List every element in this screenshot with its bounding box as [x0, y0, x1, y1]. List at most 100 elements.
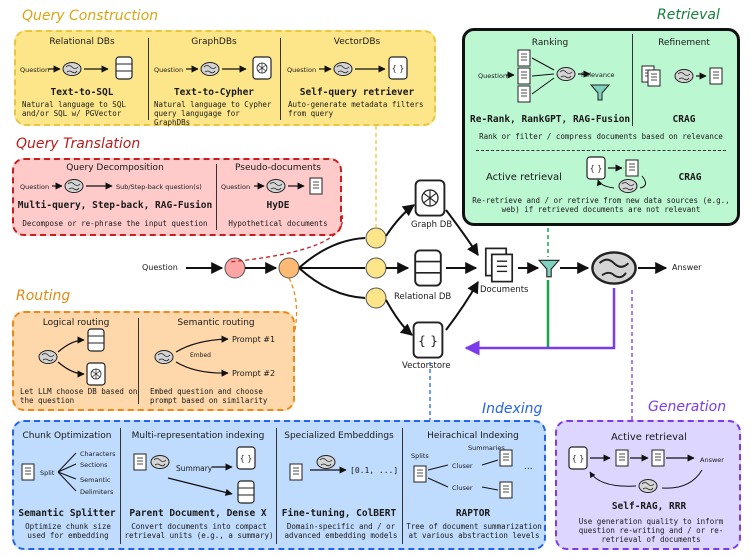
- query-translation-title: Query Translation: [16, 136, 141, 152]
- embeddings-vector: [0.1, ...]: [350, 466, 399, 475]
- qc-relational-method: Text-to-SQL: [50, 87, 114, 98]
- qc-graph-input: Question: [154, 66, 184, 74]
- refinement-header: Refinement: [658, 38, 710, 48]
- routing-logical-desc: Let LLM choose DB based on the question: [20, 387, 138, 405]
- qc-graph-flow: [186, 56, 272, 80]
- retrieval-hdivider: [476, 150, 726, 151]
- retrieval-panel: [462, 28, 740, 226]
- routing-logical-flow: [38, 328, 106, 386]
- qt-pseudo-input: Question: [221, 183, 251, 191]
- ranking-flow: [506, 49, 610, 103]
- active-retrieval-desc: Re-retrieve and / or retrive from new da…: [472, 196, 730, 214]
- qt-decomposition-header: Query Decomposition: [66, 163, 164, 173]
- flow-vectorstore-label: Vectorstore: [402, 361, 451, 371]
- qc-graph-method: Text-to-Cypher: [173, 87, 255, 98]
- query-construction-title: Query Construction: [22, 8, 159, 24]
- qt-decomposition-input: Question: [20, 183, 50, 191]
- active-retrieval-header: Active retrieval: [486, 172, 562, 183]
- vectorstore-icon: [412, 321, 444, 359]
- multirep-method: Parent Document, Dense X: [129, 508, 267, 519]
- filter-icon: [538, 259, 560, 278]
- qc-relational-desc: Natural language to SQL and/or SQL w/ PG…: [22, 100, 126, 118]
- chunk-item-2: Semantic: [80, 476, 111, 484]
- idx-divider-1: [120, 428, 121, 544]
- construction-node-relational: [365, 257, 387, 279]
- qc-graph-header: GraphDBs: [191, 37, 237, 47]
- ranking-relevance: Relevance: [581, 71, 615, 79]
- multirep-summary-label: Summary: [176, 464, 213, 473]
- chunk-desc: Optimize chunk size used for embedding: [25, 522, 111, 540]
- qc-relational-header: Relational DBs: [49, 37, 115, 47]
- chunk-split-label: Split: [40, 469, 55, 477]
- relevance-filter-icon: [590, 84, 610, 101]
- qt-decomposition-method: Multi-query, Step-back, RAG-Fusion: [17, 200, 213, 211]
- graph-db-icon: [252, 56, 272, 80]
- panel-connectors: [228, 126, 633, 420]
- chunk-method: Semantic Splitter: [18, 508, 116, 519]
- embeddings-flow: [289, 455, 347, 481]
- idx-divider-3: [402, 428, 403, 544]
- qc-relational-flow: [48, 56, 133, 80]
- hierarchical-header: Heirachical Indexing: [427, 431, 519, 441]
- active-retrieval-flow: [586, 156, 646, 193]
- query-translation-panel: [12, 158, 342, 236]
- main-flow: [186, 179, 668, 359]
- query-construction-panel: [14, 30, 436, 126]
- qc-vector-flow: [319, 56, 408, 80]
- embeddings-desc: Domain-specific and / or advanced embedd…: [284, 522, 398, 540]
- routing-prompt1: Prompt #1: [232, 335, 276, 344]
- routing-semantic-desc: Embed question and choose prompt based o…: [150, 387, 268, 405]
- routing-title: Routing: [16, 288, 71, 304]
- chunk-item-3: Delimiters: [80, 488, 114, 496]
- retrieval-title: Retrieval: [657, 7, 720, 23]
- routing-logical-header: Logical routing: [42, 318, 110, 328]
- idx-divider-2: [276, 428, 277, 544]
- llm-brain-icon: [591, 251, 637, 285]
- multirep-desc: Convert documents into compact retrieval…: [124, 522, 274, 540]
- generation-desc: Use generation quality to inform questio…: [578, 517, 724, 544]
- flow-answer-label: Answer: [672, 263, 702, 272]
- construction-node-vector: [365, 287, 387, 309]
- hierarchical-desc: Tree of document summarization at variou…: [406, 522, 542, 540]
- refinement-method: CRAG: [672, 114, 696, 125]
- qt-decomposition-flow: [52, 179, 113, 193]
- generation-answer: Answer: [700, 456, 724, 464]
- qc-relational-input: Question: [20, 66, 50, 74]
- qt-divider: [216, 164, 217, 230]
- chunk-item-1: Sections: [80, 461, 108, 469]
- flow-documents-label: Documents: [480, 285, 529, 295]
- generation-title: Generation: [648, 399, 727, 415]
- chunk-item-0: Characters: [80, 450, 116, 458]
- ranking-desc: Rank or filter / compress documents base…: [479, 132, 723, 141]
- relational-db-icon: [414, 249, 442, 287]
- graph-db-icon: [414, 179, 446, 217]
- refinement-flow: [641, 65, 723, 87]
- pseudo-document-icon: [309, 177, 323, 195]
- ranking-method: Re-Rank, RankGPT, RAG-Fusion: [470, 114, 631, 125]
- hierarchical-summaries: Summaries: [468, 444, 505, 452]
- routing-divider: [138, 318, 139, 404]
- qc-vector-desc: Auto-generate metadata filters from quer…: [288, 100, 424, 118]
- qc-vector-method: Self-query retriever: [299, 87, 415, 98]
- database-icon: [115, 56, 133, 80]
- generation-method: Self-RAG, RRR: [611, 501, 687, 512]
- generation-flow: [568, 446, 703, 493]
- qc-graph-desc: Natural language to Cypher query languga…: [154, 100, 272, 127]
- chunk-flow: [21, 452, 77, 492]
- construction-node-graph: [365, 227, 387, 249]
- embeddings-header: Specialized Embeddings: [284, 431, 394, 441]
- routing-embed: Embed: [190, 352, 211, 359]
- routing-semantic-header: Semantic routing: [177, 318, 255, 328]
- routing-semantic-flow: [154, 335, 229, 377]
- chunk-header: Chunk Optimization: [22, 431, 112, 441]
- hierarchical-cluster-1: Cluser: [452, 462, 473, 470]
- qc-divider-1: [148, 38, 149, 120]
- vector-db-icon: [388, 56, 408, 80]
- hierarchical-flow: [413, 449, 513, 499]
- multirep-flow: [133, 446, 256, 504]
- active-retrieval-method: CRAG: [678, 172, 702, 183]
- qt-decomposition-output: Sub/Step-back question(s): [116, 183, 202, 191]
- qt-pseudo-header: Pseudo-documents: [235, 163, 321, 173]
- qt-pseudo-method: HyDE: [266, 200, 290, 211]
